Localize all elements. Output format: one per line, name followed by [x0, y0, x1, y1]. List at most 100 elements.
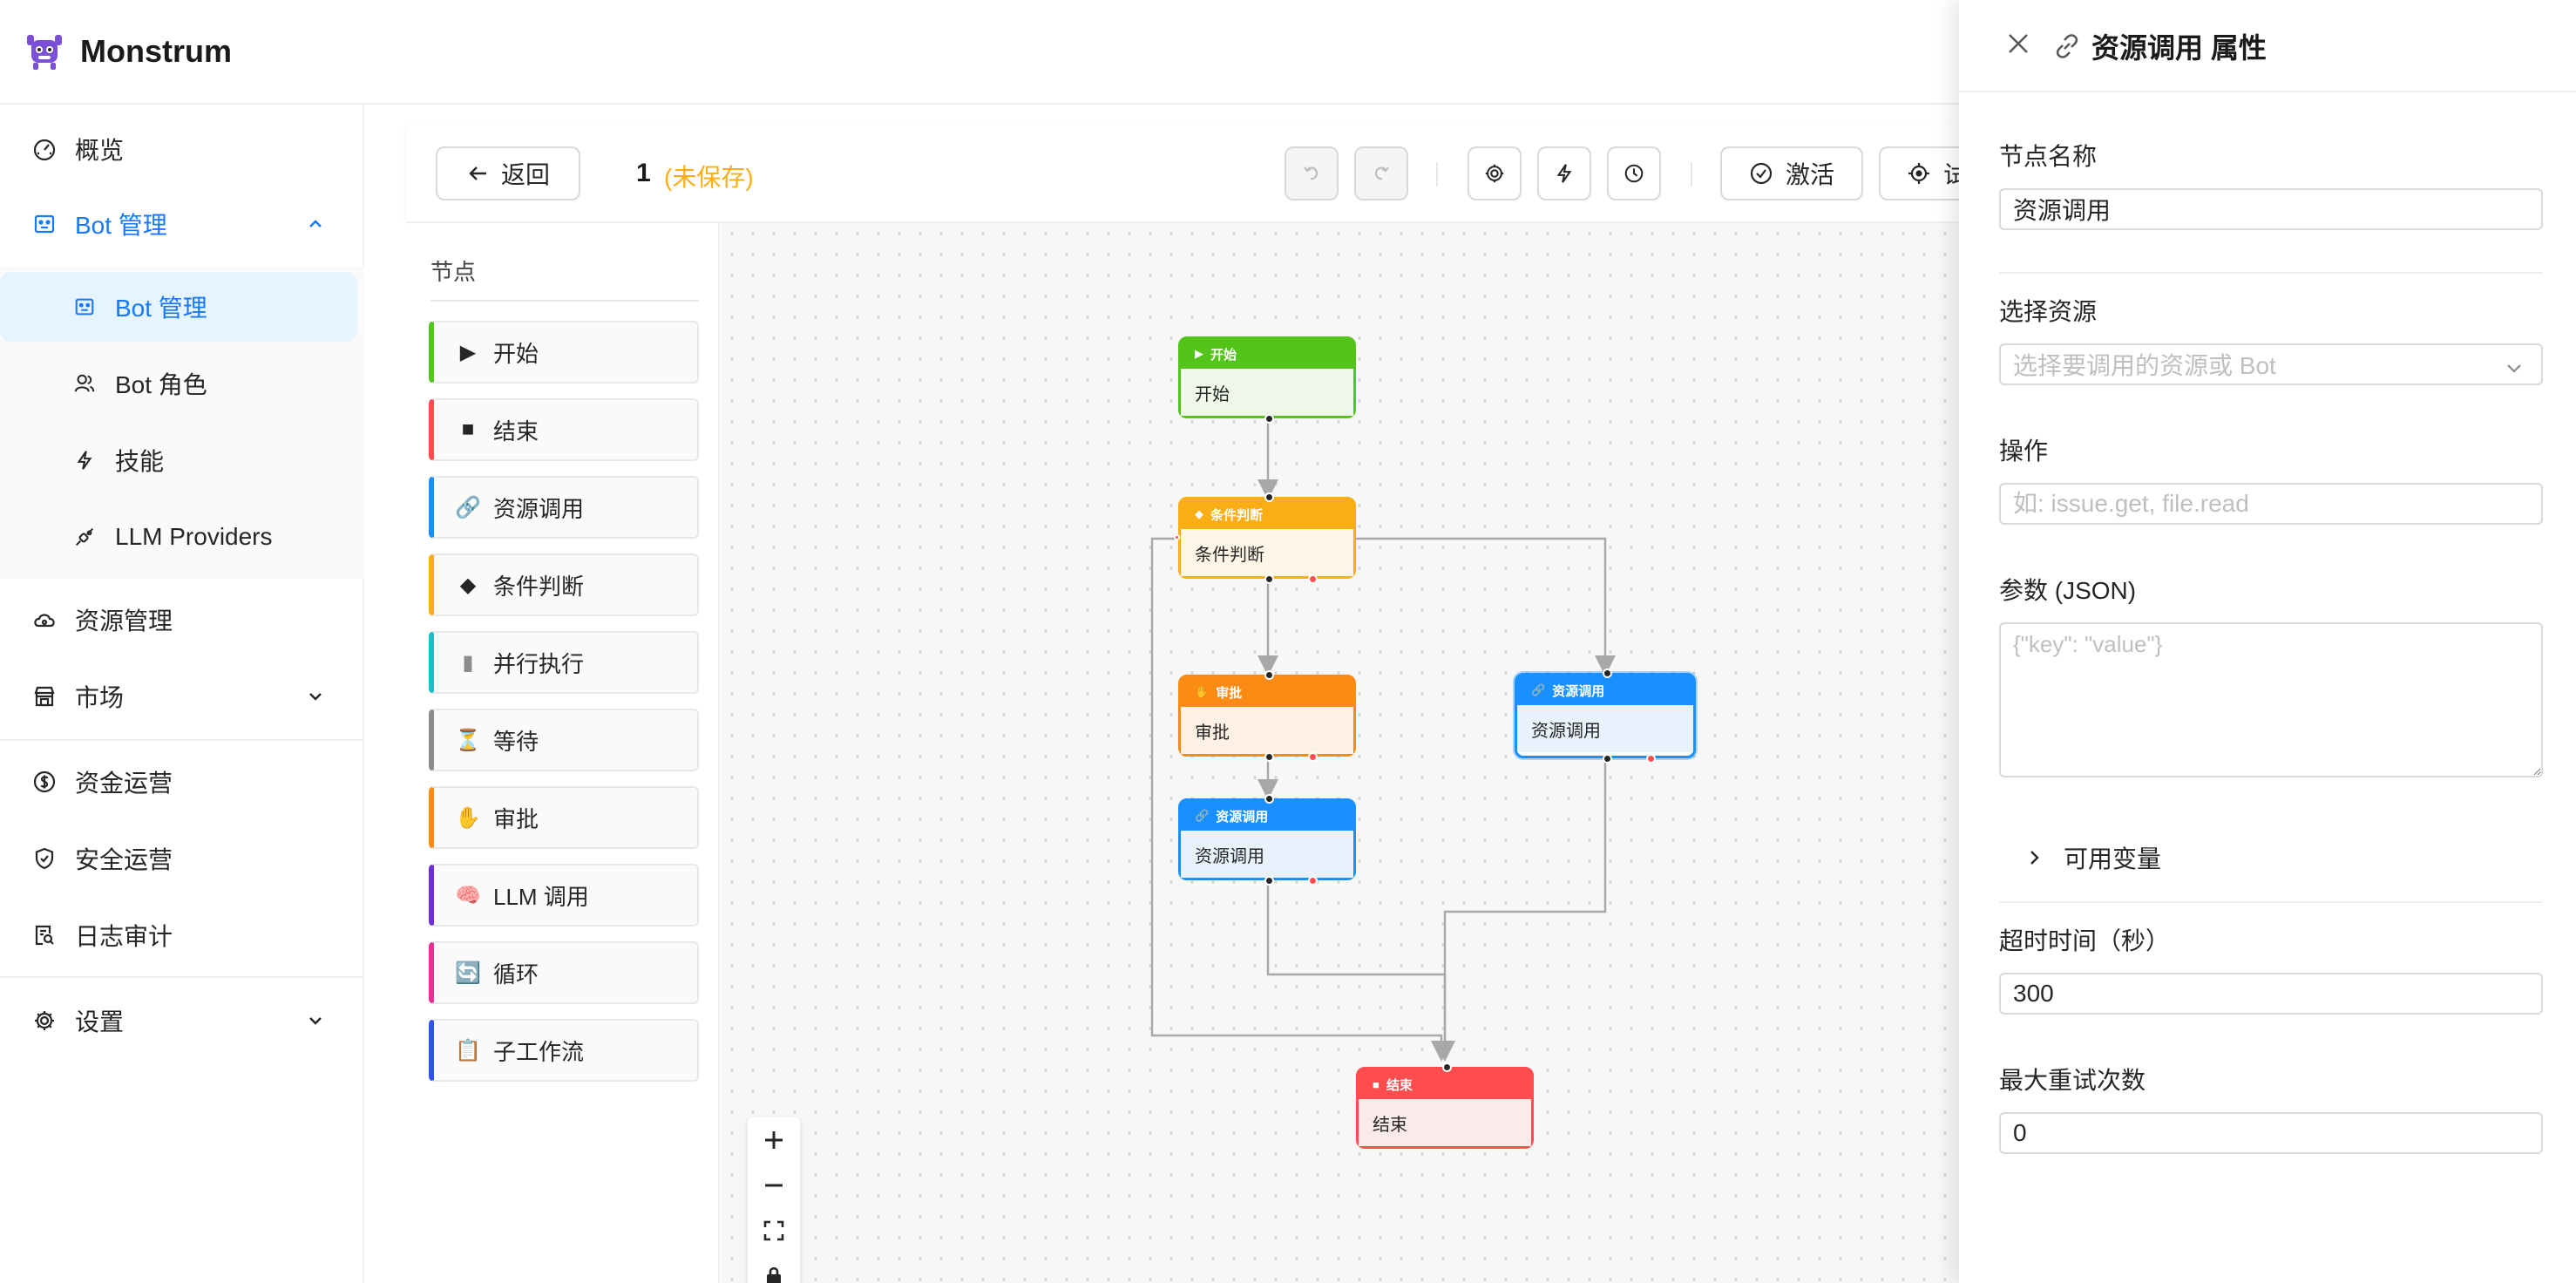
sidebar-item-market[interactable]: 市场 — [0, 659, 364, 734]
input-port[interactable] — [1603, 669, 1612, 678]
error-port[interactable] — [1308, 574, 1318, 584]
audit-icon — [31, 922, 58, 948]
sidebar-item-label: 日志审计 — [75, 923, 173, 950]
palette-item-start[interactable]: ▶ 开始 — [429, 321, 699, 384]
fit-view-button[interactable] — [748, 1208, 800, 1253]
input-port[interactable] — [1264, 492, 1274, 502]
zoom-in-button[interactable] — [748, 1117, 800, 1163]
workflow-node-start[interactable]: ▶ 开始 开始 — [1178, 336, 1356, 424]
activate-button[interactable]: 激活 — [1720, 146, 1863, 200]
output-port[interactable] — [1264, 752, 1274, 762]
link-icon: 🔗 — [455, 495, 481, 519]
redo-button[interactable] — [1354, 146, 1408, 200]
sidebar-item-label: Bot 管理 — [75, 212, 167, 239]
toolbar-divider — [1436, 162, 1438, 187]
timeout-label: 超时时间（秒） — [1999, 927, 2171, 954]
output-port[interactable] — [1264, 574, 1274, 584]
trigger-button[interactable] — [1537, 146, 1591, 200]
unsaved-indicator: (未保存) — [664, 164, 754, 191]
palette-item-loop[interactable]: 🔄 循环 — [429, 941, 699, 1004]
operation-input[interactable] — [1999, 483, 2543, 525]
workflow-node-end[interactable]: ■ 结束 结束 — [1356, 1062, 1534, 1149]
resource-select[interactable]: 选择要调用的资源或 Bot — [1999, 343, 2543, 385]
toolbar-divider — [1691, 162, 1692, 187]
palette-item-resource-call[interactable]: 🔗 资源调用 — [429, 476, 699, 539]
submenu-item-llm-providers[interactable]: LLM Providers — [0, 502, 357, 572]
edge-layer — [1150, 418, 1616, 1062]
thunderbolt-icon — [71, 447, 98, 473]
lock-button[interactable] — [748, 1253, 800, 1283]
sidebar-item-bot-management[interactable]: Bot 管理 — [0, 187, 364, 261]
palette-item-label: 等待 — [493, 728, 539, 755]
palette-item-llm-call[interactable]: 🧠 LLM 调用 — [429, 864, 699, 927]
error-port[interactable] — [1308, 876, 1318, 886]
input-port[interactable] — [1264, 670, 1274, 680]
palette-item-end[interactable]: ■ 结束 — [429, 398, 699, 461]
output-port[interactable] — [1603, 754, 1612, 764]
submenu-item-bot-roles[interactable]: Bot 角色 — [0, 349, 357, 418]
palette-item-label: LLM 调用 — [493, 883, 589, 910]
play-icon: ▶ — [1195, 347, 1203, 360]
edge-cond-resource[interactable] — [1356, 537, 1616, 676]
submenu-item-label: Bot 管理 — [115, 295, 207, 322]
zoom-out-button[interactable] — [748, 1163, 800, 1208]
palette-item-approval[interactable]: ✋ 审批 — [429, 786, 699, 849]
workflow-node-resource-call[interactable]: 🔗 资源调用 资源调用 — [1178, 794, 1356, 886]
hand-icon: ✋ — [455, 805, 481, 830]
history-button[interactable] — [1607, 146, 1661, 200]
robot-icon — [31, 211, 58, 237]
dollar-icon — [31, 769, 58, 795]
edge-resource2-end[interactable] — [1434, 760, 1607, 1062]
sidebar-item-label: 设置 — [75, 1008, 125, 1035]
workflow-canvas[interactable]: ▶ 开始 开始 ◆ 条件判断 条件判断 ✋ 审批 审批 🔗 资源调用 资 — [722, 223, 1961, 1283]
node-name-input[interactable] — [1999, 188, 2543, 230]
node-name-label: 节点名称 — [1999, 143, 2098, 170]
workflow-node-approval[interactable]: ✋ 审批 审批 — [1178, 670, 1356, 762]
sidebar-item-security[interactable]: 安全运营 — [0, 821, 364, 896]
link-icon: 🔗 — [1195, 809, 1210, 822]
error-port[interactable] — [1646, 754, 1656, 764]
undo-button[interactable] — [1285, 146, 1339, 200]
sidebar-item-overview[interactable]: 概览 — [0, 112, 364, 187]
settings-button[interactable] — [1468, 146, 1522, 200]
false-port[interactable] — [1174, 534, 1180, 540]
output-port[interactable] — [1264, 876, 1274, 886]
palette-item-sub-workflow[interactable]: 📋 子工作流 — [429, 1019, 699, 1082]
workflow-node-condition[interactable]: ◆ 条件判断 条件判断 — [1174, 492, 1356, 584]
palette-item-label: 开始 — [493, 340, 539, 367]
menu-divider — [0, 976, 364, 978]
sidebar-item-resources[interactable]: 资源管理 — [0, 582, 364, 657]
arrow-left-icon — [466, 161, 491, 186]
shield-icon — [31, 845, 58, 872]
timeout-input[interactable] — [1999, 973, 2543, 1015]
available-variables-toggle[interactable]: 可用变量 — [2024, 840, 2161, 875]
node-body-label: 资源调用 — [1181, 831, 1353, 878]
workflow-name: 1 — [636, 159, 651, 187]
palette-item-condition[interactable]: ◆ 条件判断 — [429, 553, 699, 616]
submenu-item-skills[interactable]: 技能 — [0, 425, 357, 495]
input-port[interactable] — [1264, 794, 1274, 804]
node-header: 🔗 资源调用 — [1517, 675, 1693, 705]
palette-divider — [430, 300, 699, 302]
palette-item-wait[interactable]: ⏳ 等待 — [429, 709, 699, 771]
back-button-label: 返回 — [500, 161, 550, 188]
sidebar-item-settings[interactable]: 设置 — [0, 983, 364, 1058]
workflow-node-resource-call-selected[interactable]: 🔗 资源调用 资源调用 — [1515, 669, 1696, 764]
sidebar-item-audit-log[interactable]: 日志审计 — [0, 898, 364, 973]
back-button[interactable]: 返回 — [436, 146, 580, 200]
operation-label: 操作 — [1999, 438, 2049, 465]
sidebar-item-finance[interactable]: 资金运营 — [0, 744, 364, 819]
error-port[interactable] — [1308, 752, 1318, 762]
palette-item-parallel[interactable]: ▮ 并行执行 — [429, 631, 699, 694]
close-drawer-button[interactable] — [2003, 28, 2034, 59]
node-header-label: 审批 — [1216, 685, 1243, 701]
edge-resource-end[interactable] — [1266, 882, 1455, 1062]
params-json-textarea[interactable] — [1999, 622, 2543, 777]
output-port[interactable] — [1264, 414, 1274, 424]
input-port[interactable] — [1442, 1062, 1452, 1072]
submenu-item-bot-management[interactable]: Bot 管理 — [0, 272, 357, 342]
max-retries-input[interactable] — [1999, 1112, 2543, 1154]
node-properties-drawer: 资源调用 属性 节点名称 选择资源 选择要调用的资源或 Bot 操作 参数 (J… — [1959, 0, 2576, 1283]
diamond-icon: ◆ — [459, 573, 477, 597]
palette-item-label: 并行执行 — [493, 650, 585, 677]
